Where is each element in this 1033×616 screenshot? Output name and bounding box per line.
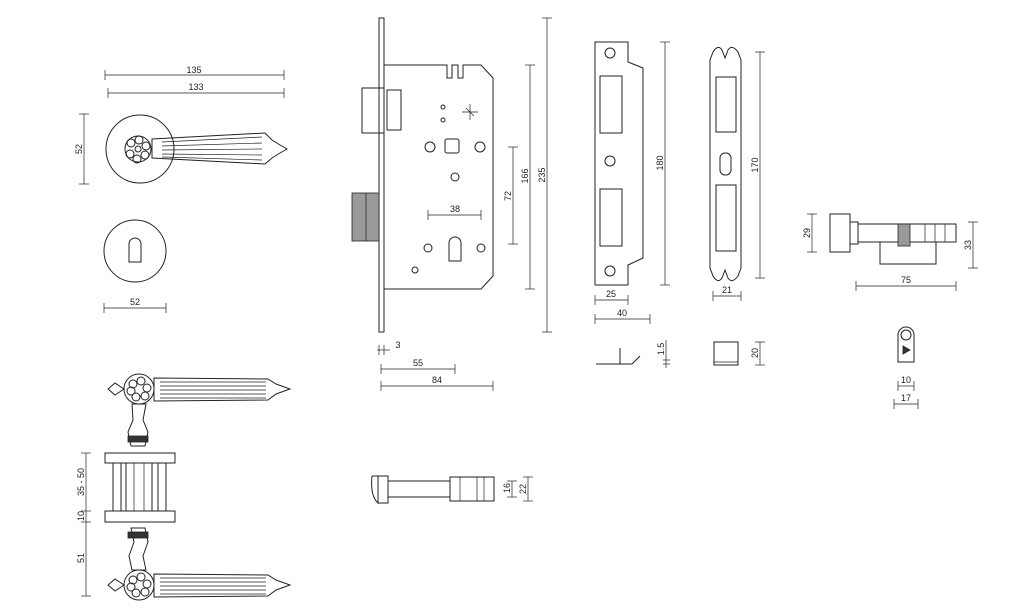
dim-label-16: 16	[502, 483, 512, 493]
flower-ornament-icon	[125, 135, 151, 164]
latch-side-view: 16 22	[371, 475, 533, 505]
dead-bolt	[351, 192, 380, 242]
lower-rose-plate	[104, 510, 176, 523]
dim-label-29: 29	[802, 228, 812, 238]
rivet-lower-left	[411, 266, 419, 274]
fixing-hole-lower-right	[476, 243, 486, 253]
spindle-body	[125, 462, 153, 512]
euro-cylinder: 29 33 75 10 17	[802, 213, 978, 409]
cylinder-cutout-icon	[448, 236, 462, 262]
dim-label-10: 10	[76, 511, 86, 521]
keeper-bolt-opening	[715, 184, 737, 252]
keyway-mark-icon	[462, 104, 478, 120]
lower-lever-end-cap	[107, 578, 125, 592]
lower-collar	[127, 531, 149, 539]
latch-body	[387, 480, 451, 498]
dim-label-52-esc: 52	[130, 297, 140, 307]
dim-label-51: 51	[76, 553, 86, 563]
lock-case	[383, 64, 494, 290]
keeper-slot	[719, 152, 732, 176]
keyhole-profile-icon	[128, 237, 142, 263]
dim-label-180: 180	[655, 155, 665, 170]
lever-rose-front-view: 135 133 52	[74, 65, 289, 185]
fixing-hole-lower-left	[423, 243, 433, 253]
strike-bolt-opening	[599, 188, 623, 247]
keeper-outline	[709, 46, 742, 282]
lever-flutes	[161, 136, 263, 161]
dim-label-75: 75	[901, 275, 911, 285]
lower-flower-icon	[126, 572, 152, 598]
cylinder-cam-icon	[902, 345, 911, 355]
upper-flower-icon	[126, 376, 152, 402]
keeper-latch-opening	[715, 76, 737, 133]
dim-label-72: 72	[503, 191, 513, 201]
cylinder-neck	[849, 221, 859, 245]
strike-profile	[596, 355, 641, 365]
upper-rose-plate	[104, 452, 176, 464]
dim-label-25: 25	[606, 289, 616, 299]
strike-plate: 180 25 40 1.5	[594, 41, 670, 368]
upper-collar	[127, 435, 149, 443]
dim-label-84: 84	[432, 375, 442, 385]
dim-label-22: 22	[518, 484, 528, 494]
lever-set-side-view: 35 - 50 10 51	[76, 373, 292, 601]
latch-bevel	[371, 475, 379, 505]
dim-label-166: 166	[520, 168, 530, 183]
rose-spindle-left	[112, 462, 122, 512]
cylinder-thumbturn	[829, 213, 851, 253]
dim-label-17: 17	[901, 393, 911, 403]
rose-spindle-right	[157, 462, 167, 512]
forend-keeper: 170 21 20	[709, 46, 765, 366]
escutcheon-outline	[103, 219, 167, 283]
upper-neck	[127, 403, 149, 447]
dim-label-33: 33	[963, 240, 973, 250]
lever-handle	[151, 132, 289, 165]
lock-forend	[378, 17, 385, 333]
rivet-top	[440, 104, 446, 110]
fixing-hole-center	[450, 172, 460, 182]
dim-label-21: 21	[722, 285, 732, 295]
dim-label-135: 135	[186, 65, 201, 75]
dim-label-20: 20	[750, 348, 760, 358]
dim-label-35-50: 35 - 50	[76, 468, 86, 496]
upper-lever-end-cap	[107, 382, 125, 396]
dim-label-235: 235	[537, 167, 547, 182]
strike-latch-opening	[599, 75, 623, 134]
mortice-lock-body: 38 72 166 235 3 55 84	[351, 17, 552, 391]
dim-label-133: 133	[188, 82, 203, 92]
escutcheon-view: 52	[103, 219, 167, 313]
fixing-hole-right	[474, 141, 486, 153]
dim-label-170: 170	[750, 157, 760, 172]
rivet-mid	[440, 117, 446, 123]
dim-label-55: 55	[413, 358, 423, 368]
lower-lever	[153, 573, 292, 598]
cylinder-profile-bottom	[858, 241, 937, 265]
dim-label-52-rose: 52	[74, 144, 84, 154]
dim-label-38: 38	[450, 204, 460, 214]
dim-label-1-5: 1.5	[656, 343, 666, 356]
keeper-side-box	[713, 341, 739, 366]
latch-guide	[386, 89, 402, 131]
dim-label-40: 40	[617, 308, 627, 318]
cylinder-end-profile	[897, 326, 915, 363]
cylinder-end-plug	[900, 329, 912, 341]
strike-screw-bottom	[604, 265, 616, 277]
dim-label-10-cyl: 10	[901, 375, 911, 385]
latch-tail	[449, 476, 495, 502]
strike-screw-top	[604, 47, 616, 59]
rose-outline	[105, 114, 175, 184]
follower-square	[444, 138, 460, 154]
strike-screw-mid	[604, 155, 616, 167]
strike-outline	[594, 41, 644, 286]
dim-label-3: 3	[395, 340, 400, 350]
cylinder-cam	[897, 223, 911, 247]
upper-lever	[153, 377, 292, 402]
fixing-hole-left	[424, 141, 436, 153]
latch-bolt	[361, 87, 385, 134]
latch-front	[377, 475, 389, 504]
